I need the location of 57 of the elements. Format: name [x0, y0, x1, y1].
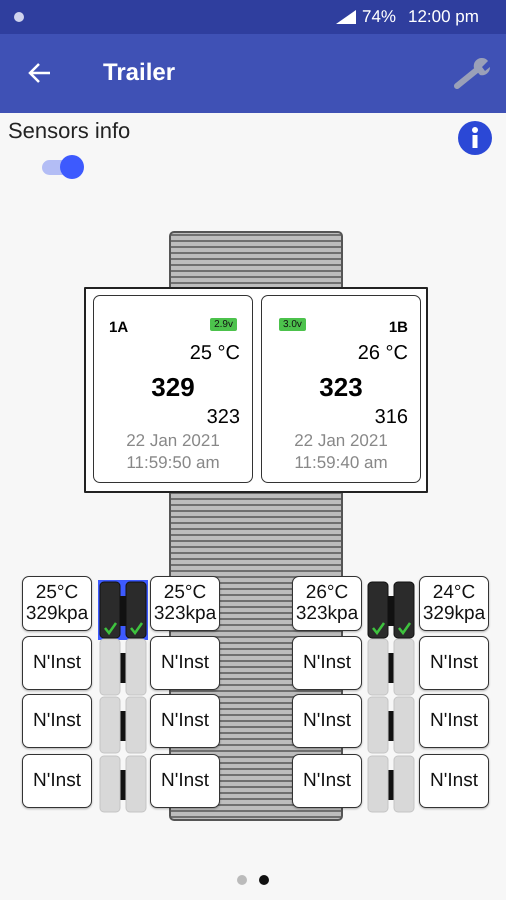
tire-reading-box [419, 694, 489, 748]
tire-reading-box [22, 694, 92, 748]
reading-date: 22 Jan 2021 [294, 431, 388, 451]
battery-voltage: 3.0v [279, 318, 306, 331]
tire-reading: 26°C [306, 582, 348, 604]
temperature-reading: 26 °C [358, 342, 408, 365]
sensor-popup-panel [84, 287, 428, 493]
tire-reading-box [419, 754, 489, 808]
reference-pressure: 323 [206, 406, 240, 429]
tire-reading-box [419, 576, 489, 631]
tire-reading: N'Inst [303, 770, 351, 792]
pressure-reading: 329 [151, 372, 195, 403]
tire-reading: N'Inst [161, 652, 209, 674]
tire-reading-box [150, 576, 220, 631]
tire-reading: N'Inst [33, 710, 81, 732]
tire-reading-box [150, 636, 220, 690]
reference-pressure: 316 [374, 406, 408, 429]
tire-reading: N'Inst [33, 770, 81, 792]
reading-time: 11:59:40 am [294, 453, 388, 473]
sensor-card [93, 295, 253, 483]
tire-reading-box [150, 754, 220, 808]
temperature-reading: 25 °C [190, 342, 240, 365]
sensor-id: 1B [388, 319, 408, 336]
tire-reading: N'Inst [430, 770, 478, 792]
sensor-id: 1A [109, 319, 128, 336]
tire-reading: N'Inst [430, 710, 478, 732]
tire-reading: 329kpa [422, 604, 486, 624]
battery-percentage: 74% [362, 7, 396, 27]
tire-reading-box [292, 754, 362, 808]
tire-reading: N'Inst [303, 710, 351, 732]
tire-reading-box [22, 576, 92, 631]
battery-voltage: 2.9v [210, 318, 237, 331]
tire-reading-box [150, 694, 220, 748]
tire-reading: 25°C [164, 582, 206, 604]
pressure-reading: 323 [319, 372, 363, 403]
clock-time: 12:00 pm [408, 7, 479, 27]
tire-reading: 323kpa [154, 604, 216, 624]
tire-reading-box [419, 636, 489, 690]
tire-reading-box [22, 636, 92, 690]
tire-reading: N'Inst [161, 770, 209, 792]
tire-reading: N'Inst [161, 710, 209, 732]
toggle-label: Sensors info [8, 118, 130, 144]
tire-reading: 24°C [432, 582, 476, 604]
tire-reading: 323kpa [296, 604, 358, 624]
tire-reading-box [22, 754, 92, 808]
tire-reading: 329kpa [26, 604, 88, 624]
tire-reading-box [292, 694, 362, 748]
sensor-card [261, 295, 421, 483]
tire-reading-box [292, 636, 362, 690]
screen-title: Trailer [103, 59, 176, 87]
tire-reading: N'Inst [33, 652, 81, 674]
reading-time: 11:59:50 am [126, 453, 220, 473]
tire-reading-box [292, 576, 362, 631]
tire-reading: 25°C [36, 582, 78, 604]
tire-reading: N'Inst [430, 652, 478, 674]
reading-date: 22 Jan 2021 [126, 431, 220, 451]
tire-reading: N'Inst [303, 652, 351, 674]
